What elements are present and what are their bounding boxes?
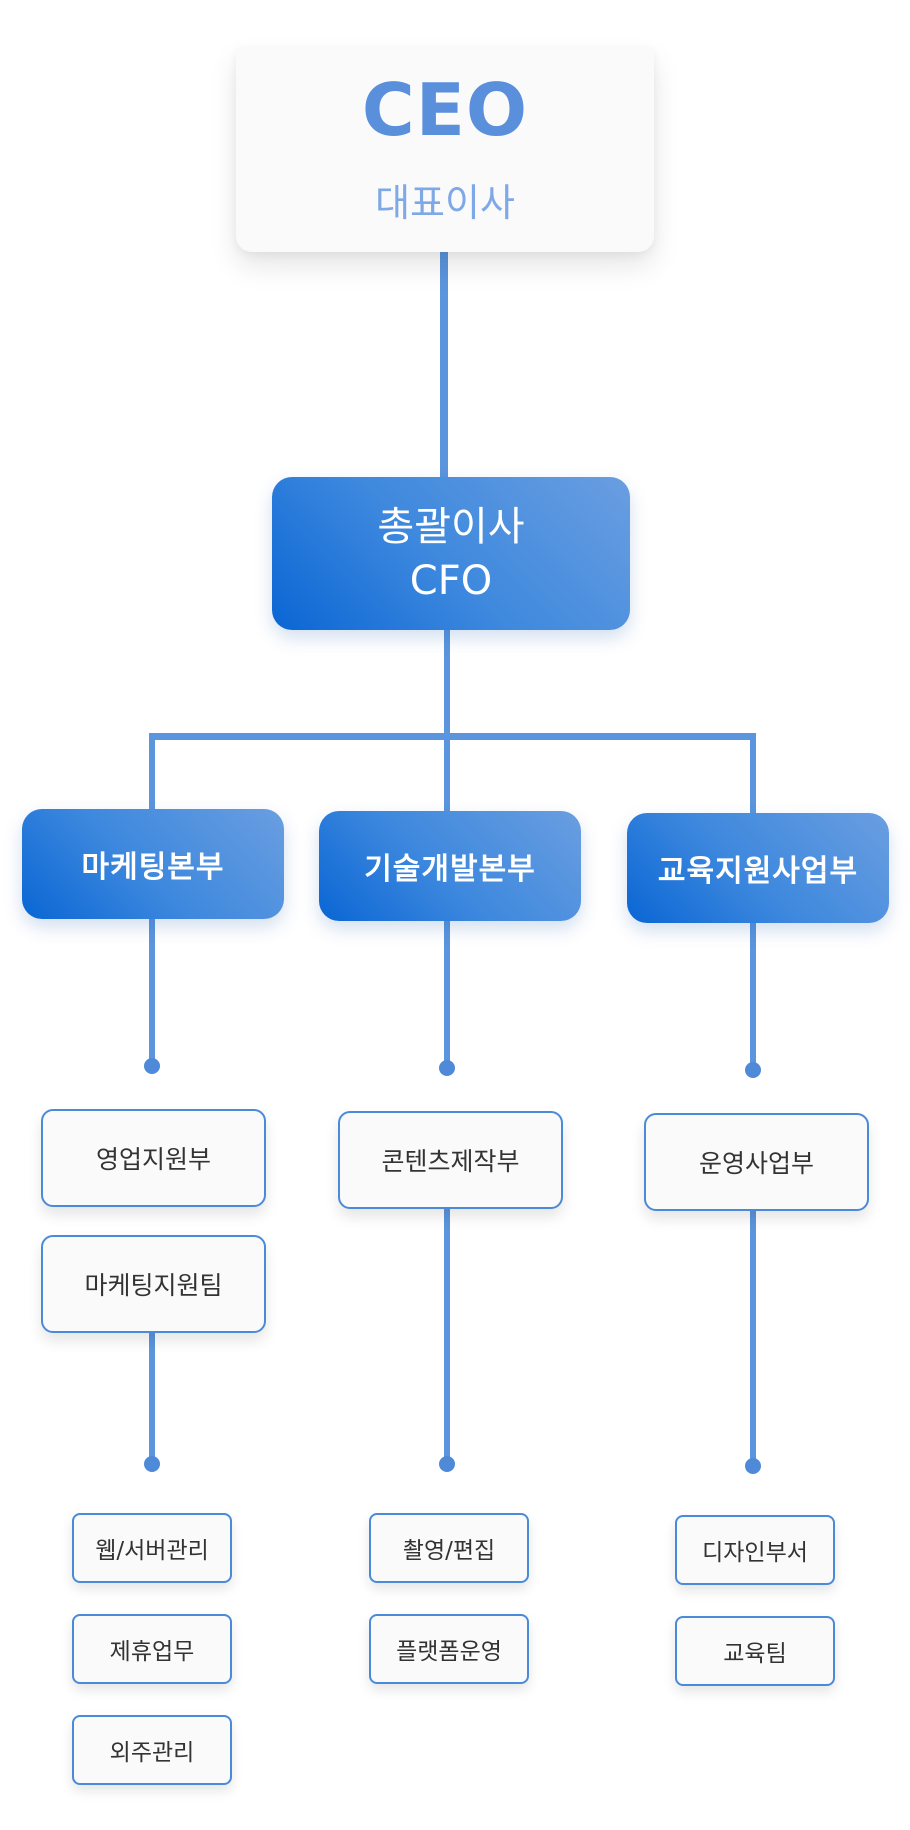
department-label: 운영사업부 — [698, 1149, 814, 1178]
connector-dot — [439, 1456, 455, 1472]
connector-dot — [745, 1062, 761, 1078]
connector-cfo-bus — [444, 628, 450, 738]
connector-marketing-dot1 — [149, 917, 155, 1065]
team-label: 디자인부서 — [702, 1540, 808, 1566]
department-label: 마케팅지원팀 — [84, 1271, 223, 1300]
division-education: 교육지원사업부 — [627, 813, 889, 923]
department-marketing-support: 마케팅지원팀 — [41, 1235, 266, 1333]
connector-horizontal-bus — [149, 733, 756, 740]
team-web-server: 웹/서버관리 — [72, 1513, 232, 1583]
division-label: 기술개발본부 — [364, 852, 536, 887]
division-label: 교육지원사업부 — [657, 854, 859, 889]
connector-education-dot2 — [750, 1209, 756, 1467]
team-education: 교육팀 — [675, 1616, 835, 1686]
division-label: 마케팅본부 — [81, 850, 225, 885]
connector-tech-dot2 — [444, 1207, 450, 1465]
connector-education-dot1 — [750, 923, 756, 1067]
connector-tech-dot1 — [444, 919, 450, 1067]
team-label: 외주관리 — [109, 1740, 195, 1766]
connector-dot — [439, 1060, 455, 1076]
cfo-title-english: CFO — [409, 557, 493, 604]
team-label: 제휴업무 — [109, 1639, 195, 1665]
team-partnership: 제휴업무 — [72, 1614, 232, 1684]
team-outsourcing: 외주관리 — [72, 1715, 232, 1785]
department-content-production: 콘텐츠제작부 — [338, 1111, 563, 1209]
connector-bus-education — [750, 733, 756, 813]
team-label: 촬영/편집 — [402, 1538, 496, 1564]
connector-ceo-cfo — [440, 250, 448, 477]
ceo-box: CEO 대표이사 — [236, 48, 654, 252]
connector-marketing-dot2 — [149, 1331, 155, 1465]
team-platform-operation: 플랫폼운영 — [369, 1614, 529, 1684]
connector-dot — [144, 1456, 160, 1472]
connector-bus-tech — [444, 733, 450, 811]
division-marketing: 마케팅본부 — [22, 809, 284, 919]
division-tech: 기술개발본부 — [319, 811, 581, 921]
team-design: 디자인부서 — [675, 1515, 835, 1585]
connector-bus-marketing — [149, 733, 155, 809]
department-operations: 운영사업부 — [644, 1113, 869, 1211]
cfo-box: 총괄이사 CFO — [272, 477, 630, 630]
department-sales-support: 영업지원부 — [41, 1109, 266, 1207]
cfo-title-korean: 총괄이사 — [377, 503, 525, 550]
team-filming-editing: 촬영/편집 — [369, 1513, 529, 1583]
connector-dot — [745, 1458, 761, 1474]
team-label: 플랫폼운영 — [396, 1639, 502, 1665]
department-label: 콘텐츠제작부 — [381, 1147, 520, 1176]
ceo-title: CEO — [361, 67, 529, 152]
department-label: 영업지원부 — [95, 1145, 211, 1174]
ceo-subtitle: 대표이사 — [375, 180, 515, 225]
team-label: 웹/서버관리 — [95, 1538, 209, 1564]
connector-dot — [144, 1058, 160, 1074]
team-label: 교육팀 — [723, 1641, 787, 1667]
